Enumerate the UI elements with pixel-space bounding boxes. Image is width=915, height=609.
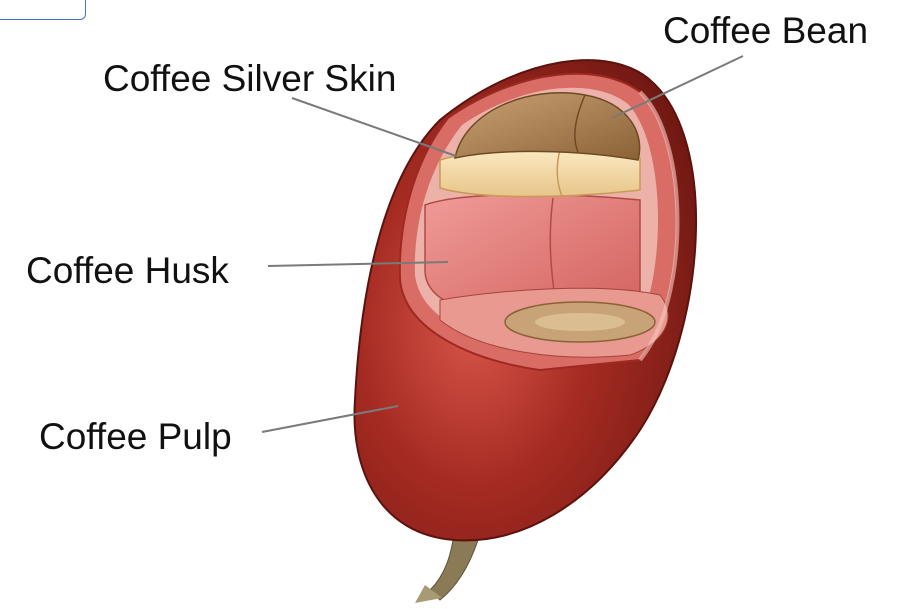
- label-coffee-pulp: Coffee Pulp: [39, 418, 232, 455]
- label-coffee-bean: Coffee Bean: [663, 12, 868, 49]
- silver-skin: [440, 151, 640, 197]
- leader-line-silver-skin: [292, 98, 456, 156]
- label-coffee-silver-skin: Coffee Silver Skin: [103, 60, 396, 97]
- second-bean-core: [535, 313, 625, 331]
- label-coffee-husk: Coffee Husk: [26, 252, 229, 289]
